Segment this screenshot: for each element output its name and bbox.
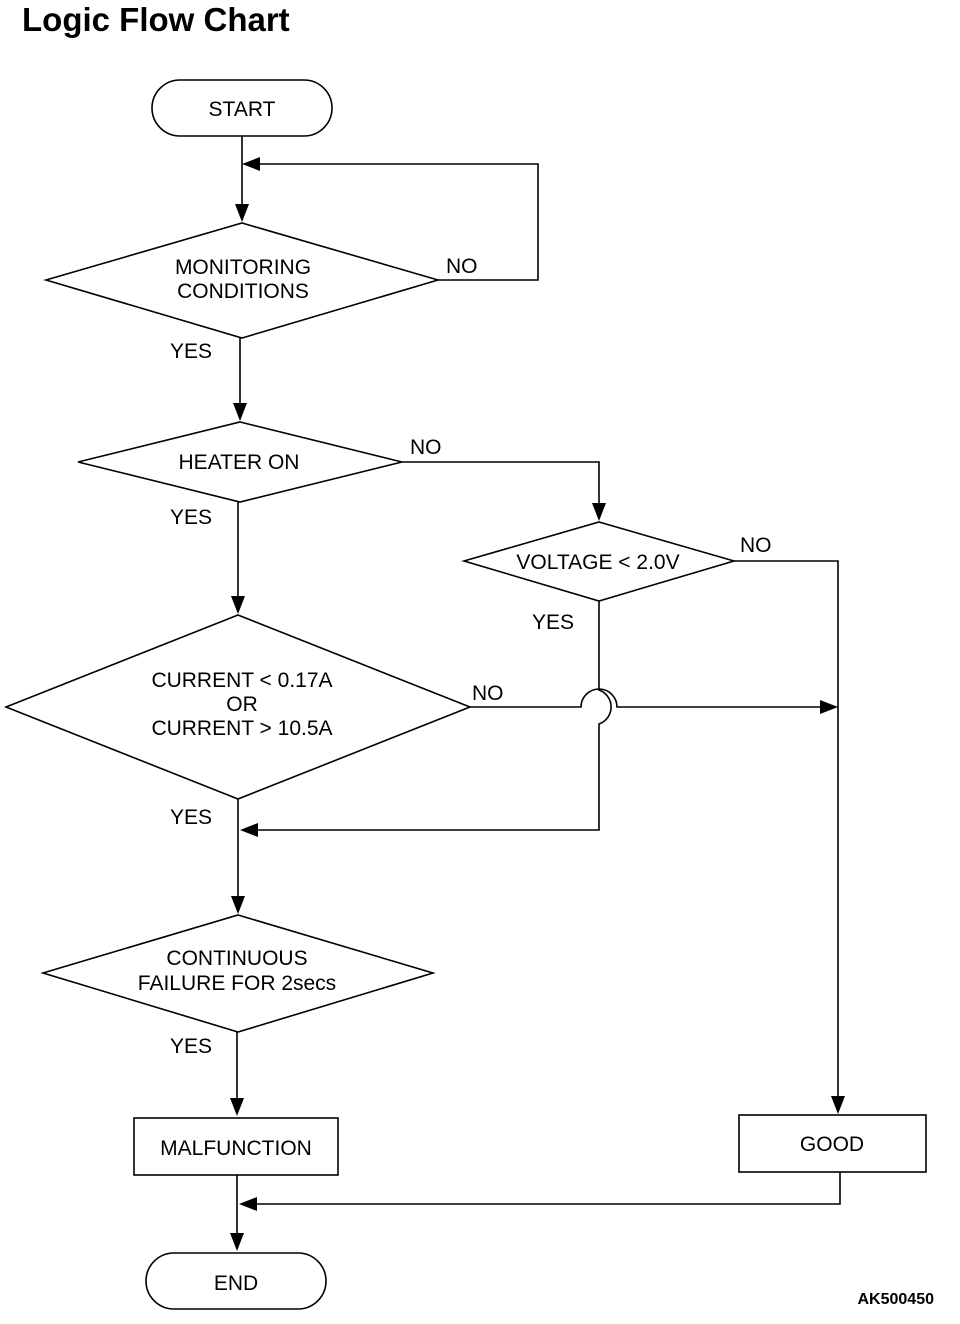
figure-id: AK500450 [857, 1291, 935, 1308]
connector-heater-voltage [402, 461, 600, 505]
current-label-line2: OR [226, 693, 258, 716]
voltage-yes-label: YES [532, 611, 574, 634]
end-label: END [214, 1272, 258, 1295]
voltage-decision [461, 521, 737, 602]
voltage-label: VOLTAGE < 2.0V [516, 551, 679, 574]
end-terminal [145, 1252, 327, 1310]
arrowhead [231, 596, 245, 614]
current-decision [3, 614, 473, 800]
arrowhead [239, 1197, 257, 1211]
monitoring-decision [43, 222, 441, 339]
page-title: Logic Flow Chart [22, 1, 290, 38]
continuous-yes-label: YES [170, 1035, 212, 1058]
connector-monitoring-no-loop [258, 163, 539, 281]
current-label-line1: CURRENT < 0.17A [151, 669, 332, 692]
start-terminal [151, 79, 333, 137]
good-label: GOOD [800, 1133, 864, 1156]
connector-good-end [255, 1172, 841, 1205]
arrowhead [233, 403, 247, 421]
heater-yes-label: YES [170, 506, 212, 529]
current-no-label: NO [472, 682, 504, 705]
heater-decision [77, 421, 403, 503]
malfunction-process [133, 1117, 339, 1176]
good-process [738, 1114, 927, 1173]
heater-label: HEATER ON [179, 451, 300, 474]
monitoring-label-line2: CONDITIONS [177, 280, 309, 303]
continuous-label-line2: FAILURE FOR 2secs [138, 972, 336, 995]
arrowhead [820, 700, 838, 714]
connector-voltage-good [734, 560, 839, 1098]
current-yes-label: YES [170, 806, 212, 829]
connector-voltage-yes [256, 601, 612, 831]
monitoring-label-line1: MONITORING [175, 256, 311, 279]
arrowhead [592, 503, 606, 521]
arrowhead [831, 1096, 845, 1114]
monitoring-no-label: NO [446, 255, 478, 278]
arrowhead [230, 1098, 244, 1116]
arrowhead [231, 896, 245, 914]
current-label-line3: CURRENT > 10.5A [151, 717, 332, 740]
heater-no-label: NO [410, 436, 442, 459]
start-label: START [209, 98, 276, 121]
arrowhead [235, 204, 249, 222]
voltage-no-label: NO [740, 534, 772, 557]
malfunction-label: MALFUNCTION [160, 1137, 312, 1160]
arrowhead [242, 157, 260, 171]
monitoring-yes-label: YES [170, 340, 212, 363]
connector-current-no [470, 688, 822, 708]
arrowhead [240, 823, 258, 837]
continuous-label-line1: CONTINUOUS [166, 947, 307, 970]
continuous-decision [40, 914, 436, 1033]
arrowhead [230, 1233, 244, 1251]
